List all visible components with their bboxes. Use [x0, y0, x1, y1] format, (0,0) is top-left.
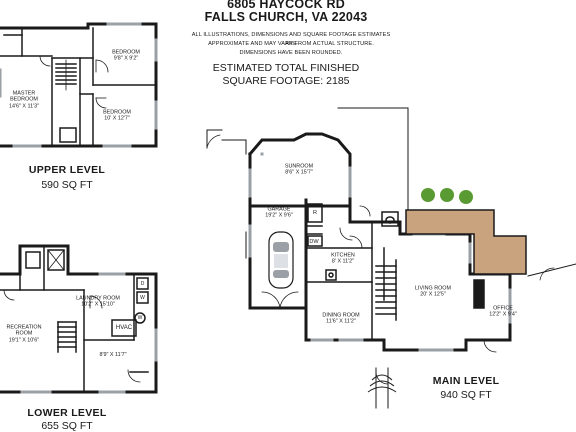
dishwasher-label: DW	[309, 239, 319, 245]
upper-level-plan	[0, 22, 158, 148]
upper-level-title: UPPER LEVEL	[28, 164, 106, 176]
total-sqft-line-1: ESTIMATED TOTAL FINISHED	[212, 62, 360, 74]
total-sqft-line-2: SQUARE FOOTAGE: 2185	[222, 75, 350, 87]
address-line-1: 6805 HAYCOCK RD	[227, 0, 345, 11]
main-level-title: MAIN LEVEL	[432, 375, 500, 387]
deck	[405, 209, 527, 275]
room-label-lower-room: 8'9" X 11'7"	[99, 351, 127, 358]
disclaimer-line-3: DIMENSIONS HAVE BEEN ROUNDED.	[239, 50, 343, 56]
hvac-label: HVAC	[115, 325, 133, 331]
lower-level-title: LOWER LEVEL	[27, 407, 107, 419]
lower-level-sqft: 655 SQ FT	[41, 420, 93, 432]
disclaimer-line-1: ALL ILLUSTRATIONS, DIMENSIONS AND SQUARE…	[191, 32, 391, 47]
front-steps	[367, 374, 397, 393]
water-heater-label: W	[137, 315, 143, 321]
main-level-plan	[206, 107, 576, 409]
dryer-label: D	[140, 280, 145, 287]
address-line-2: FALLS CHURCH, VA 22043	[204, 10, 368, 24]
lower-level-plan	[0, 244, 158, 394]
garage-car	[268, 231, 294, 289]
disclaimer-line-2: APPROXIMATE AND MAY VARY FROM ACTUAL STR…	[208, 41, 374, 47]
upper-level-sqft: 590 SQ FT	[41, 179, 93, 191]
main-level-sqft: 940 SQ FT	[440, 389, 492, 401]
bushes	[421, 188, 473, 204]
washer-label: W	[140, 294, 145, 301]
refrigerator-label: R	[313, 210, 317, 216]
